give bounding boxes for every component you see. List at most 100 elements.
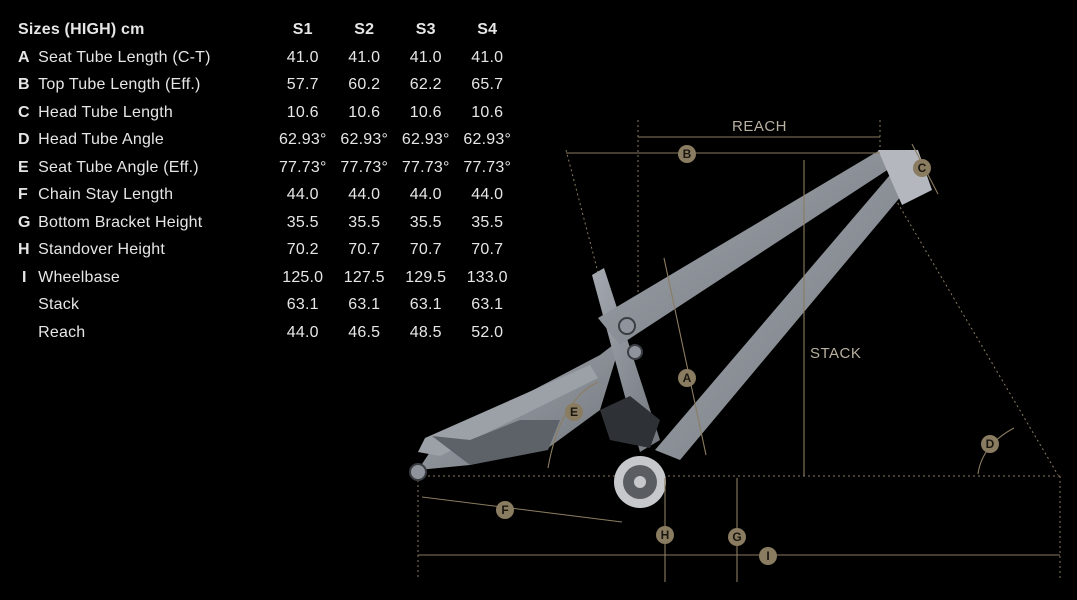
badge-d-letter: D [986, 437, 995, 451]
motor-housing [600, 396, 660, 448]
badge-c-letter: C [918, 161, 927, 175]
linkage-pivot-icon [618, 317, 636, 335]
badge-a-letter: A [683, 371, 692, 385]
cell-value: 44.0 [286, 323, 319, 341]
cell-value: 62.93° [463, 131, 512, 149]
down-tube [655, 175, 902, 460]
badge-e [565, 403, 583, 421]
row-letter: H [18, 241, 30, 259]
cell-value: 125.0 [282, 268, 324, 286]
shock-mount-icon [627, 344, 643, 360]
seat-stay [418, 365, 598, 456]
table-title: Sizes (HIGH) cm [18, 21, 145, 38]
cell-value: 63.1 [286, 296, 319, 314]
size-header-s4: S4 [477, 21, 498, 38]
cell-value: 60.2 [348, 76, 381, 94]
table-row: F Chain Stay Length 44.0 44.0 44.0 44.0 [18, 182, 518, 210]
badge-f-letter: F [501, 503, 508, 517]
cell-value: 41.0 [286, 48, 319, 66]
cell-value: 44.0 [286, 186, 319, 204]
table-row: E Seat Tube Angle (Eff.) 77.73° 77.73° 7… [18, 154, 518, 182]
cell-value: 77.73° [401, 158, 450, 176]
table-row: A Seat Tube Length (C-T) 41.0 41.0 41.0 … [18, 44, 518, 72]
row-label: Seat Tube Angle (Eff.) [38, 158, 199, 176]
row-label: Reach [38, 323, 86, 341]
badge-h [656, 526, 674, 544]
row-label: Head Tube Angle [38, 131, 164, 149]
badge-b [678, 145, 696, 163]
cell-value: 57.7 [286, 76, 319, 94]
seat-tube-extension-line [565, 149, 601, 281]
steering-axis-line [889, 189, 1059, 476]
size-header-s1: S1 [292, 21, 313, 38]
badge-h-letter: H [661, 528, 670, 542]
cell-value: 46.5 [348, 323, 381, 341]
table-row: D Head Tube Angle 62.93° 62.93° 62.93° 6… [18, 127, 518, 155]
table-row: B Top Tube Length (Eff.) 57.7 60.2 62.2 … [18, 72, 518, 100]
cell-value: 10.6 [409, 103, 442, 121]
stack-label: STACK [810, 345, 861, 362]
cell-value: 77.73° [278, 158, 327, 176]
cell-value: 35.5 [348, 213, 381, 231]
cell-value: 44.0 [471, 186, 504, 204]
bottom-bracket [634, 476, 646, 488]
cell-value: 48.5 [409, 323, 442, 341]
row-label: Stack [38, 296, 80, 314]
cell-value: 62.93° [401, 131, 450, 149]
row-label: Head Tube Length [38, 103, 174, 121]
row-label: Bottom Bracket Height [38, 213, 203, 231]
badge-i [759, 547, 777, 565]
cell-value: 10.6 [471, 103, 504, 121]
cell-value: 77.73° [340, 158, 389, 176]
table-row: C Head Tube Length 10.6 10.6 10.6 10.6 [18, 99, 518, 127]
cell-value: 52.0 [471, 323, 504, 341]
cell-value: 35.5 [286, 213, 319, 231]
row-letter: B [18, 76, 30, 94]
cell-value: 62.93° [278, 131, 327, 149]
cell-value: 70.2 [286, 241, 319, 259]
badge-d [981, 435, 999, 453]
cell-value: 65.7 [471, 76, 504, 94]
badge-f [496, 501, 514, 519]
geometry-table: Sizes (HIGH) cm S1 S2 S3 S4 A Seat Tube … [18, 16, 518, 347]
reach-label: REACH [732, 118, 787, 135]
table-row: Stack 63.1 63.1 63.1 63.1 [18, 292, 518, 320]
badge-i-letter: I [766, 549, 769, 563]
row-label: Standover Height [38, 241, 165, 259]
table-row: Reach 44.0 46.5 48.5 52.0 [18, 319, 518, 347]
row-label: Seat Tube Length (C-T) [38, 48, 211, 66]
row-letter: E [18, 158, 29, 176]
badge-a [678, 369, 696, 387]
row-label: Chain Stay Length [38, 186, 174, 204]
size-header-s3: S3 [415, 21, 436, 38]
badge-c [913, 159, 931, 177]
row-label: Wheelbase [38, 268, 121, 286]
row-letter: A [18, 48, 30, 66]
badge-g [728, 528, 746, 546]
table-row: G Bottom Bracket Height 35.5 35.5 35.5 3… [18, 209, 518, 237]
cell-value: 63.1 [348, 296, 381, 314]
cell-value: 70.7 [471, 241, 504, 259]
cell-value: 70.7 [409, 241, 442, 259]
cell-value: 127.5 [343, 268, 385, 286]
cell-value: 35.5 [409, 213, 442, 231]
cell-value: 63.1 [409, 296, 442, 314]
cell-value: 44.0 [348, 186, 381, 204]
badge-e-letter: E [570, 405, 578, 419]
chain-stay-guard [432, 420, 560, 465]
cell-value: 44.0 [409, 186, 442, 204]
cell-value: 63.1 [471, 296, 504, 314]
head-angle-arc [977, 427, 1015, 475]
cell-value: 62.93° [340, 131, 389, 149]
row-label: Top Tube Length (Eff.) [38, 76, 201, 94]
bike-frame [409, 150, 932, 508]
row-letter: C [18, 103, 30, 121]
size-header-s2: S2 [354, 21, 375, 38]
row-letter: F [18, 186, 28, 204]
row-letter: I [22, 268, 27, 286]
cell-value: 77.73° [463, 158, 512, 176]
table-row: H Standover Height 70.2 70.7 70.7 70.7 [18, 237, 518, 265]
badge-b-letter: B [683, 147, 692, 161]
table-header-row: Sizes (HIGH) cm S1 S2 S3 S4 [18, 16, 518, 44]
